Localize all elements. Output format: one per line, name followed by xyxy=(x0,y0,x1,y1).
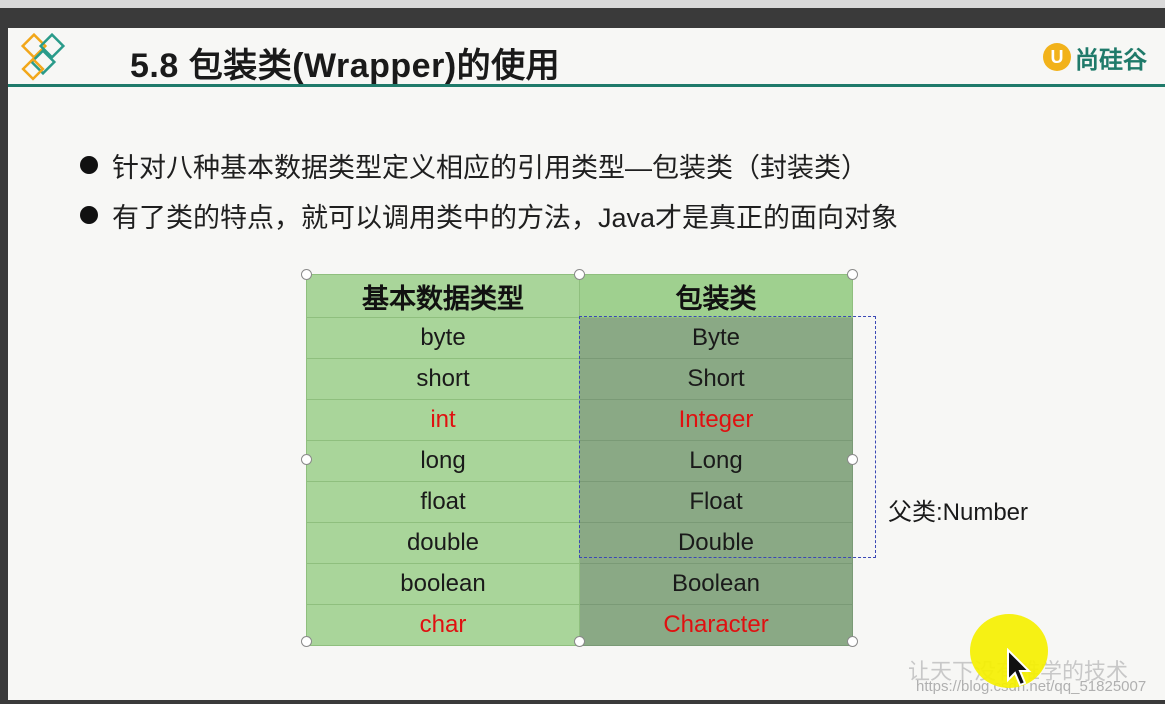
slide-header: 5.8 包装类(Wrapper)的使用 U 尚硅谷 xyxy=(8,28,1165,85)
diamond-logo-icon xyxy=(20,32,66,81)
bullet-text: 针对八种基本数据类型定义相应的引用类型—包装类（封装类） xyxy=(112,152,868,183)
resize-handle-bottom-middle[interactable] xyxy=(574,636,585,647)
resize-handle-top-left[interactable] xyxy=(301,269,312,280)
header-divider xyxy=(8,84,1165,87)
primitive-type-cell: byte xyxy=(306,317,580,359)
bullet-list: 针对八种基本数据类型定义相应的引用类型—包装类（封装类） 有了类的特点，就可以调… xyxy=(80,140,898,240)
primitive-type-cell: int xyxy=(306,399,580,441)
primitive-type-cell: short xyxy=(306,358,580,400)
mouse-cursor-icon xyxy=(1007,648,1032,687)
header-primitive: 基本数据类型 xyxy=(306,274,580,318)
primitive-type-cell: long xyxy=(306,440,580,482)
primitive-type-cell: boolean xyxy=(306,563,580,605)
resize-handle-bottom-right[interactable] xyxy=(847,636,858,647)
bullet-dot-icon xyxy=(80,206,98,224)
brand-logo: U 尚硅谷 xyxy=(1043,40,1147,74)
wrapper-class-cell: Boolean xyxy=(579,563,853,605)
resize-handle-top-right[interactable] xyxy=(847,269,858,280)
resize-handle-bottom-left[interactable] xyxy=(301,636,312,647)
watermark-url: https://blog.csdn.net/qq_51825007 xyxy=(916,678,1147,695)
wrapper-class-cell: Short xyxy=(579,358,853,400)
bullet-item: 有了类的特点，就可以调用类中的方法，Java才是真正的面向对象 xyxy=(80,190,898,240)
table-header-row: 基本数据类型 包装类 xyxy=(306,274,853,318)
number-subclass-box xyxy=(579,316,876,558)
wrapper-class-cell: Integer xyxy=(579,399,853,441)
bullet-text: 有了类的特点，就可以调用类中的方法，Java才是真正的面向对象 xyxy=(112,202,899,233)
primitive-type-cell: float xyxy=(306,481,580,523)
wrapper-class-cell: Byte xyxy=(579,317,853,359)
brand-name: 尚硅谷 xyxy=(1075,46,1147,74)
wrapper-class-cell: Float xyxy=(579,481,853,523)
top-toolbar-strip xyxy=(0,0,1165,8)
header-wrapper: 包装类 xyxy=(579,274,853,318)
wrapper-class-cell: Long xyxy=(579,440,853,482)
wrapper-class-cell: Character xyxy=(579,604,853,646)
resize-handle-middle-right[interactable] xyxy=(847,454,858,465)
slide: 5.8 包装类(Wrapper)的使用 U 尚硅谷 针对八种基本数据类型定义相应… xyxy=(8,28,1165,700)
slide-title: 5.8 包装类(Wrapper)的使用 xyxy=(130,47,561,85)
bullet-item: 针对八种基本数据类型定义相应的引用类型—包装类（封装类） xyxy=(80,140,898,190)
resize-handle-middle-left[interactable] xyxy=(301,454,312,465)
parent-class-note: 父类:Number xyxy=(888,499,1029,526)
primitive-type-cell: char xyxy=(306,604,580,646)
bullet-dot-icon xyxy=(80,156,98,174)
brand-logo-icon: U xyxy=(1043,43,1071,71)
resize-handle-top-middle[interactable] xyxy=(574,269,585,280)
primitive-type-cell: double xyxy=(306,522,580,564)
